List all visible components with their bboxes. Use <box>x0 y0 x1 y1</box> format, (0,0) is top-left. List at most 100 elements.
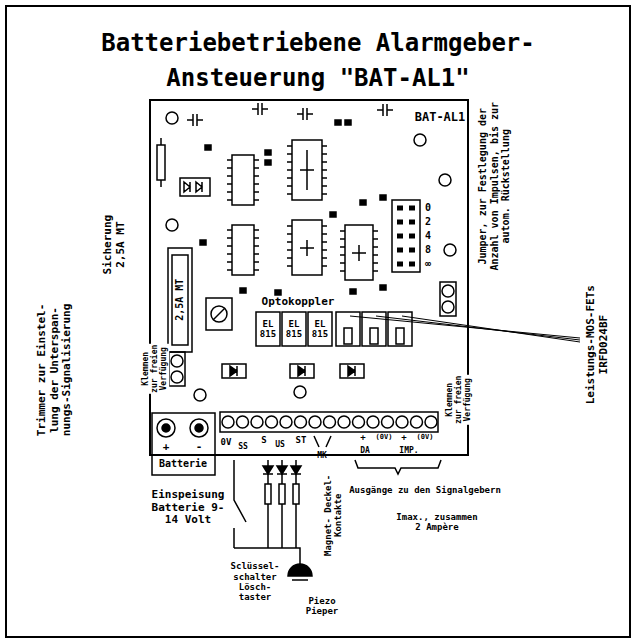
key-switch <box>234 460 246 548</box>
screw-terminal <box>171 371 183 383</box>
mosfet-tab <box>344 328 404 344</box>
battery-terminal-block <box>152 413 215 475</box>
mounting-hole <box>444 244 456 256</box>
screw-terminal <box>324 416 336 428</box>
diode-symbol <box>184 182 202 192</box>
resistor-symbol <box>279 484 285 504</box>
optocoupler <box>256 312 280 346</box>
screw-terminal <box>171 355 183 367</box>
callout-note: Klemmen zur freien Verfügung <box>141 344 169 394</box>
contact-wires <box>314 436 331 447</box>
signal-name: S <box>261 435 266 445</box>
ic-pins <box>227 230 259 270</box>
ic-chip <box>232 225 254 275</box>
led-bar <box>263 473 301 475</box>
frame <box>6 6 630 637</box>
screw-terminal <box>425 416 437 428</box>
mounting-hole <box>294 386 306 398</box>
screw-terminal <box>266 416 278 428</box>
part-label: EL 815 <box>284 319 304 340</box>
jumper-value: 4 <box>425 230 431 242</box>
battery-terminal <box>190 419 208 437</box>
ic-pins <box>287 146 327 194</box>
signal-name: SS <box>238 442 248 451</box>
screw-terminal <box>295 416 307 428</box>
screw-terminal <box>237 416 249 428</box>
callout-note: Trimmer zur Einstel- lung der Unterspan-… <box>36 295 74 445</box>
callout-note: Jumper, zur Festlegung der Anzahl von Im… <box>477 100 512 272</box>
diode-arrows <box>230 366 355 376</box>
terminal-block <box>169 352 185 386</box>
part-label: EL 815 <box>310 319 330 340</box>
signal-name: IMP. <box>399 446 418 455</box>
callout-note: Klemmen zur freien Verfügung <box>445 375 473 425</box>
piezo-lead <box>292 562 308 580</box>
screw-terminal <box>280 416 292 428</box>
jumper-value: ∞ <box>425 258 431 270</box>
signal-name: + <box>360 432 365 442</box>
fuse-body <box>172 255 188 345</box>
screw-terminal <box>442 301 454 313</box>
leader-line <box>350 316 580 342</box>
resistor-symbol <box>265 484 271 504</box>
terminal-screws <box>222 416 437 428</box>
ic-pins <box>340 231 378 271</box>
screw-terminal <box>251 416 263 428</box>
signal-name: US <box>275 440 285 449</box>
fuse-holder <box>168 248 192 352</box>
resistor-leads <box>160 138 162 187</box>
signal-name: 0V <box>221 437 232 447</box>
part-label: EL 815 <box>258 319 278 340</box>
callout-note: Imax., zusammen 2 Ampère <box>392 512 482 533</box>
jumper-value: 0 <box>425 202 431 214</box>
led-symbol <box>263 466 301 474</box>
optocoupler <box>308 312 332 346</box>
terminal-label: Batterie <box>159 458 207 470</box>
callout-note: Magnet- Deckel- Kontakte <box>323 470 344 560</box>
mounting-hole <box>439 174 451 186</box>
bracket <box>355 460 441 474</box>
screw-terminal <box>309 416 321 428</box>
screw-terminal <box>411 416 423 428</box>
terminal-strip <box>220 412 438 432</box>
screw-terminal <box>367 416 379 428</box>
callout-note: Sclüssel- schalter Lösch- taster <box>228 561 283 602</box>
capacitor-symbol <box>187 103 393 126</box>
trimmer-wheel <box>211 306 227 322</box>
signal-name: + <box>401 432 406 442</box>
mounting-hole <box>166 112 178 124</box>
callout-note: Leistungs-MOS-FETs IRFD024BF <box>585 275 610 415</box>
screw-terminal <box>222 416 234 428</box>
polarity-sign: + <box>163 441 170 454</box>
mounting-hole <box>194 389 206 401</box>
callout-note: Sicherung 2,5A MT <box>102 205 127 285</box>
screw-terminal <box>338 416 350 428</box>
group-label: Optokoppler <box>262 296 335 309</box>
battery-terminal-screw <box>162 424 170 432</box>
diode-pair <box>180 178 210 196</box>
jumper-block <box>392 200 420 272</box>
resistor-symbol <box>293 484 299 504</box>
board-outline <box>150 100 468 455</box>
screw-terminal <box>382 416 394 428</box>
callout-note: Piezo Pieper <box>302 596 342 617</box>
ic-pins <box>227 160 259 200</box>
board-name: BAT-AL1 <box>415 111 466 125</box>
screw-terminal <box>396 416 408 428</box>
mounting-hole <box>414 134 426 146</box>
mounting-hole <box>166 219 178 231</box>
battery-terminal <box>157 419 175 437</box>
mounting-hole <box>166 112 456 401</box>
signal-name: (0V) <box>376 433 393 441</box>
terminal-block <box>440 282 456 316</box>
polarity-sign: - <box>196 441 203 454</box>
callout-note: Einspeisung Batterie 9-14 Volt <box>148 489 228 527</box>
signal-name: DA <box>360 446 370 455</box>
wire <box>234 460 300 562</box>
resistor-symbol <box>157 145 165 180</box>
trimmer-slot <box>213 308 225 320</box>
small-parts <box>200 120 386 295</box>
screw-terminal <box>353 416 365 428</box>
fuse-rating: 2,5A MT <box>174 279 186 321</box>
